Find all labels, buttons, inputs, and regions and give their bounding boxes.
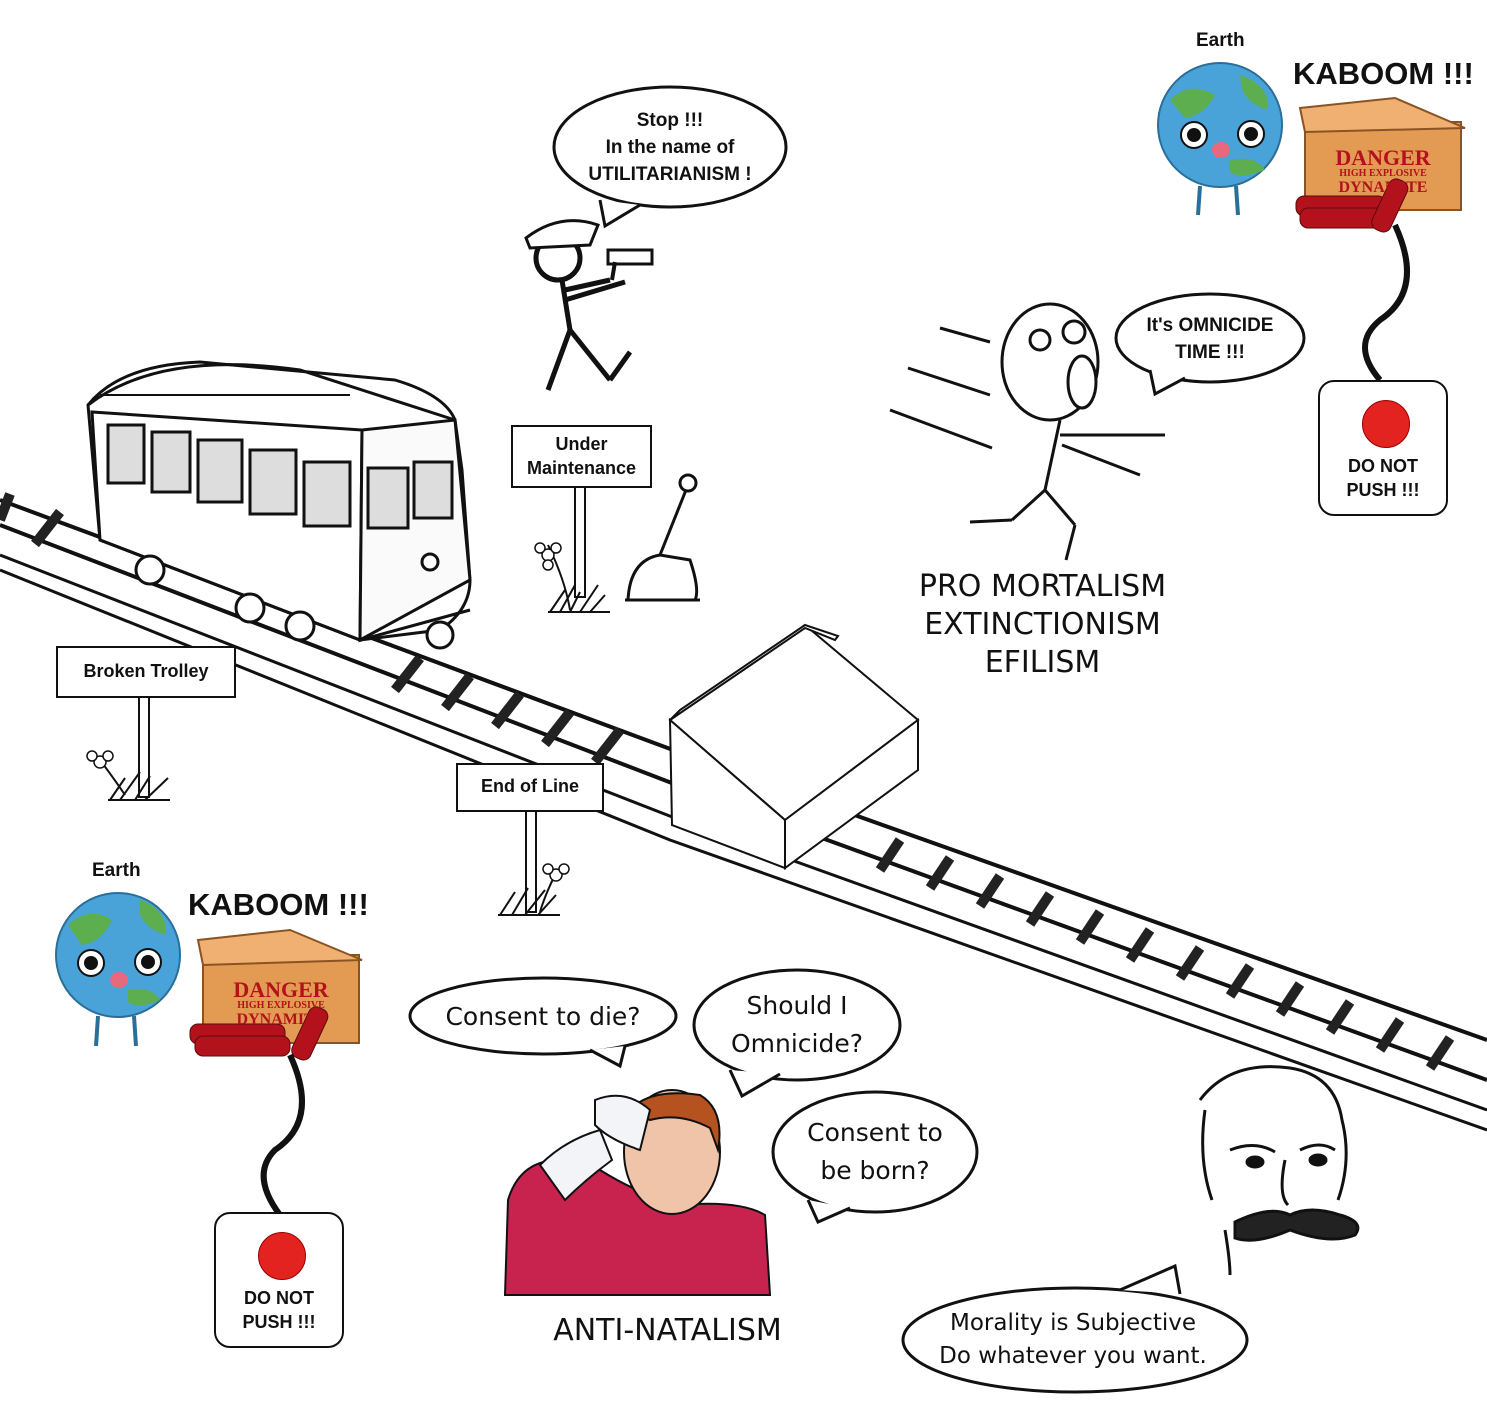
dynamite-crate-bottom xyxy=(189,928,363,1061)
kaboom-text-bottom: KABOOM !!! xyxy=(188,887,369,922)
sign-under-maintenance: Under Maintenance xyxy=(511,425,652,488)
sign-end-of-line: End of Line xyxy=(456,763,604,812)
trolley-car xyxy=(86,360,472,650)
do-not-push-label-bottom: DO NOT PUSH !!! xyxy=(242,1288,316,1332)
label-anti-natalism: ANTI-NATALISM xyxy=(553,1313,782,1348)
speech-bubble-shapes xyxy=(408,85,1306,1394)
crate-label-top: DANGER HIGH EXPLOSIVE DYNAMITE xyxy=(1335,145,1431,196)
label-pro-mortalism: PRO MORTALISM EXTINCTIONISM EFILISM xyxy=(918,569,1167,680)
speech-nietzsche: Morality is Subjective Do whatever you w… xyxy=(939,1310,1207,1369)
do-not-push-button-top[interactable] xyxy=(1362,400,1410,448)
omnicide-stickman xyxy=(889,302,1165,561)
speech-consent-die: Consent to die? xyxy=(445,1001,641,1031)
earth-label-bottom: Earth xyxy=(92,860,141,881)
flower-icons xyxy=(86,542,570,882)
dynamite-crate-top xyxy=(1295,96,1466,233)
crate-label-bottom: DANGER HIGH EXPLOSIVE DYNAMITE xyxy=(233,977,329,1028)
worried-man xyxy=(503,1089,772,1296)
do-not-push-button-bottom[interactable] xyxy=(258,1232,306,1280)
do-not-push-label-top: DO NOT PUSH !!! xyxy=(1346,456,1420,500)
speech-consent-born: Consent to be born? xyxy=(807,1118,943,1185)
speech-should-omnicide: Should I Omnicide? xyxy=(730,991,864,1058)
kaboom-text-top: KABOOM !!! xyxy=(1293,56,1474,91)
sign-broken-trolley: Broken Trolley xyxy=(56,646,236,698)
do-not-push-panel-bottom: DO NOT PUSH !!! xyxy=(214,1212,344,1348)
track-tunnel-block xyxy=(668,623,920,870)
lever-switch xyxy=(625,473,700,602)
speech-omnicide: It's OMNICIDE TIME !!! xyxy=(1146,315,1274,363)
earth-character-bottom xyxy=(55,892,181,1047)
earth-label-top: Earth xyxy=(1196,30,1245,51)
speech-police: Stop !!! In the name of UTILITARIANISM ! xyxy=(588,109,752,185)
do-not-push-panel-top: DO NOT PUSH !!! xyxy=(1318,380,1448,516)
sign-post-broken xyxy=(138,696,150,798)
police-stickman xyxy=(524,219,654,391)
nietzsche-portrait xyxy=(1198,1065,1360,1276)
sign-post-end xyxy=(525,809,537,913)
earth-character-top xyxy=(1157,62,1283,216)
fuse-wire-bottom xyxy=(260,1053,305,1217)
fuse-wire-top xyxy=(1362,223,1410,382)
sign-post-maintenance xyxy=(574,486,586,598)
